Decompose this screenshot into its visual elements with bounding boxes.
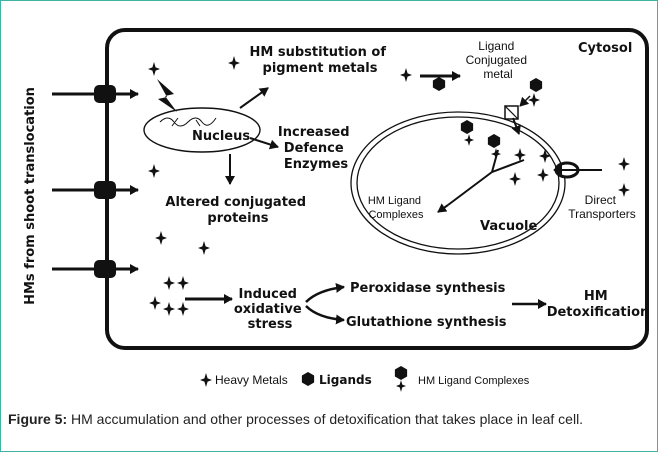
increased-defence-label: Increased Defence Enzymes — [278, 125, 354, 172]
cytosol-label: Cytosol — [578, 41, 632, 56]
heavy-metal-icons — [148, 56, 630, 316]
arrow-into-vacuole — [511, 117, 521, 135]
inflow-arrows — [52, 89, 139, 274]
ligand-conjugated-label: Ligand Conjugated metal — [466, 39, 531, 81]
figure-caption-text: HM accumulation and other processes of d… — [67, 411, 584, 427]
ligand-legend-icon — [301, 372, 315, 386]
leaf-cell-diagram: HMs from shoot translocation Cytosol HM … — [23, 28, 650, 392]
nucleus-label: Nucleus — [192, 129, 250, 144]
side-label: HMs from shoot translocation — [23, 87, 38, 305]
membrane-transporters — [94, 85, 116, 278]
figure-label: Figure 5: — [8, 411, 68, 427]
complex-legend-metal-icon — [396, 380, 406, 392]
transporter-box-cross — [504, 105, 519, 120]
legend-ligands: Ligands — [319, 373, 372, 387]
nucleus — [143, 107, 261, 153]
vacuole-outer — [350, 111, 566, 255]
hm-substitution-label: HM substitution of pigment metals — [249, 45, 390, 76]
hm-detox-label: HM Detoxification — [547, 289, 650, 320]
legend-heavy-metals: Heavy Metals — [215, 373, 288, 387]
arrow-stress-to-peroxidase — [305, 282, 345, 303]
glutathione-label: Glutathione synthesis — [346, 315, 507, 330]
heavy-metal-legend-icon — [200, 373, 212, 387]
arrow-ligand-to-box — [519, 95, 531, 107]
induced-stress-label: Induced oxidative stress — [234, 287, 306, 332]
arrow-nucleus-to-substitution — [239, 87, 269, 109]
altered-proteins-label: Altered conjugated proteins — [165, 195, 310, 226]
figure-caption: Figure 5: HM accumulation and other proc… — [8, 410, 654, 428]
chromatin-strand — [159, 117, 217, 127]
hm-ligand-complexes-label: HM Ligand Complexes — [368, 195, 424, 221]
lightning-icon — [157, 79, 177, 112]
vacuole-label: Vacuole — [480, 219, 537, 234]
legend-complexes: HM Ligand Complexes — [418, 375, 530, 387]
arrow-nucleus-to-defence — [249, 137, 279, 150]
arrow-stress-to-glutathione — [305, 305, 345, 325]
peroxidase-label: Peroxidase synthesis — [350, 281, 506, 296]
direct-transporters-label: Direct Transporters — [568, 193, 636, 221]
vacuole-inner — [356, 116, 560, 250]
complex-legend-ligand-icon — [394, 366, 408, 380]
legend: Heavy Metals Ligands HM Ligand Complexes — [200, 366, 530, 392]
arrow-to-complexes — [437, 203, 449, 213]
branch-lines — [447, 149, 525, 206]
